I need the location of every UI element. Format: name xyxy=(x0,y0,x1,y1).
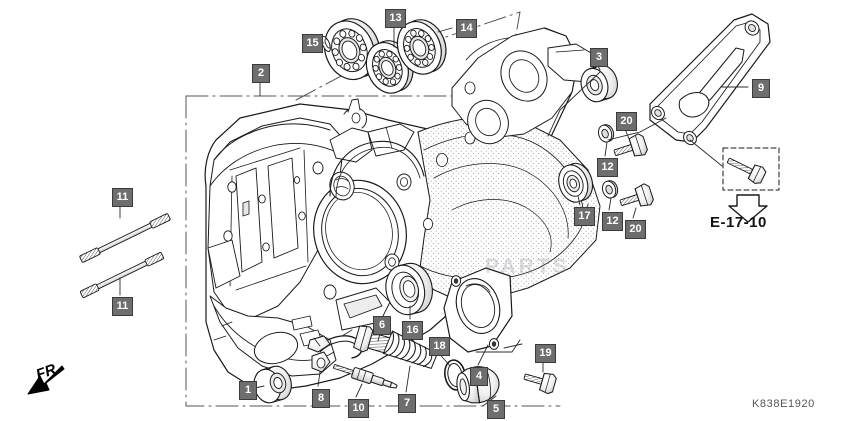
drawing-code-label: K838E1920 xyxy=(752,398,815,410)
flange-bolt-part-19 xyxy=(523,372,557,395)
watermark-text: PARTS xyxy=(485,255,570,278)
callout-3-bushing[interactable]: 3 xyxy=(590,48,608,67)
cross-reference-label[interactable]: E-17-10 xyxy=(710,214,767,231)
callout-1-bushing[interactable]: 1 xyxy=(239,381,257,400)
washer-part-12-upper xyxy=(597,124,615,143)
callout-13-bearing[interactable]: 13 xyxy=(385,9,406,28)
cross-reference-box xyxy=(722,147,780,223)
callout-19-flange-bolt[interactable]: 19 xyxy=(535,344,556,363)
callout-7-spring[interactable]: 7 xyxy=(398,394,416,413)
bushing-part-3 xyxy=(580,64,618,103)
callout-20-bolt-upper[interactable]: 20 xyxy=(616,112,637,131)
callout-15-bearing-snap-ring[interactable]: 15 xyxy=(302,34,323,53)
front-direction-arrow xyxy=(27,365,65,395)
bracket-stay-part-9 xyxy=(649,13,771,146)
callout-11-stud-upper[interactable]: 11 xyxy=(112,188,133,207)
callout-9-bracket-stay[interactable]: 9 xyxy=(752,79,770,98)
callout-20-bolt-lower[interactable]: 20 xyxy=(625,220,646,239)
callout-6-bolt[interactable]: 6 xyxy=(373,316,391,335)
washer-part-12-lower xyxy=(601,180,619,199)
flange-bolt-part-20-lower xyxy=(619,183,654,207)
callout-18-o-ring[interactable]: 18 xyxy=(429,337,450,356)
oil-seal-part-17 xyxy=(558,162,594,203)
callout-4-cover-plate[interactable]: 4 xyxy=(470,367,488,386)
spring-part-7 xyxy=(382,330,438,369)
callout-16-oil-seal[interactable]: 16 xyxy=(402,321,423,340)
stud-bolt-upper-part-11 xyxy=(79,213,171,263)
callout-12-washer-upper[interactable]: 12 xyxy=(597,158,618,177)
bearing-part-13 xyxy=(365,40,414,94)
cover-plate-part-4 xyxy=(443,267,513,353)
bearing-part-14 xyxy=(396,19,447,75)
oil-seal-part-16 xyxy=(385,262,433,316)
crankcase-right-cover xyxy=(417,115,601,301)
flange-bolt-part-20-upper xyxy=(613,133,648,157)
callout-2-crankcase-assembly[interactable]: 2 xyxy=(252,64,270,83)
callout-14-bearing[interactable]: 14 xyxy=(456,19,477,38)
pin-plunger-part-10 xyxy=(333,364,398,389)
callout-17-oil-seal[interactable]: 17 xyxy=(574,207,595,226)
callout-12-washer-lower[interactable]: 12 xyxy=(602,212,623,231)
callout-5-cap-plug[interactable]: 5 xyxy=(487,400,505,419)
callout-10-pin[interactable]: 10 xyxy=(348,399,369,418)
callout-8-clip[interactable]: 8 xyxy=(312,389,330,408)
stud-bolt-lower-part-11 xyxy=(80,252,164,298)
bushing-part-1 xyxy=(253,365,292,404)
callout-11-stud-lower[interactable]: 11 xyxy=(112,297,133,316)
